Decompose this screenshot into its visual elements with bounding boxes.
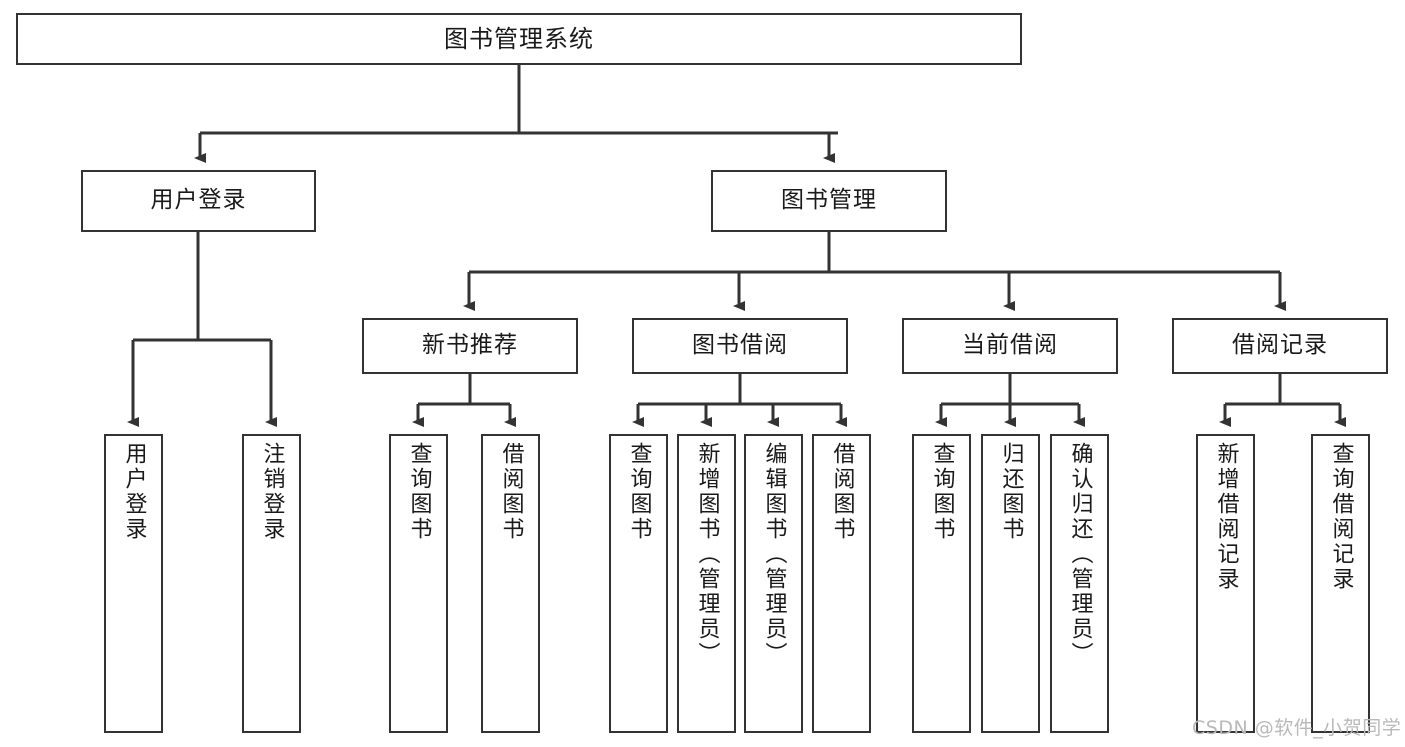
node-book-borrow[interactable]: 图书借阅	[632, 318, 848, 374]
leaf-user-logout[interactable]: 注销登录	[242, 434, 301, 733]
leaf-query-book-recommend[interactable]: 查询图书	[389, 434, 448, 733]
node-label: 借阅图书	[829, 442, 855, 542]
node-label: 查询图书	[626, 442, 652, 542]
node-label: 归还图书	[998, 442, 1024, 542]
node-label: 确认归还（管理员）	[1067, 442, 1093, 667]
node-label: 新增借阅记录	[1213, 442, 1239, 592]
leaf-add-borrow-record[interactable]: 新增借阅记录	[1196, 434, 1255, 733]
node-label: 当前借阅	[962, 332, 1058, 359]
leaf-borrow-book-recommend[interactable]: 借阅图书	[481, 434, 540, 733]
node-label: 图书借阅	[692, 332, 788, 359]
leaf-edit-book-admin[interactable]: 编辑图书（管理员）	[744, 434, 803, 733]
node-label: 图书管理系统	[444, 24, 594, 53]
node-label: 借阅记录	[1232, 332, 1328, 359]
leaf-return-book[interactable]: 归还图书	[981, 434, 1040, 733]
leaf-query-book-borrow[interactable]: 查询图书	[609, 434, 668, 733]
node-borrow-records[interactable]: 借阅记录	[1172, 318, 1388, 374]
node-label: 注销登录	[259, 442, 285, 542]
node-label: 编辑图书（管理员）	[761, 442, 787, 667]
node-label: 用户登录	[121, 442, 147, 542]
node-label: 借阅图书	[498, 442, 524, 542]
node-label: 查询借阅记录	[1328, 442, 1354, 592]
node-label: 查询图书	[929, 442, 955, 542]
watermark: CSDN @软件_小贺同学	[1192, 717, 1402, 739]
leaf-query-book-current[interactable]: 查询图书	[912, 434, 971, 733]
leaf-borrow-book[interactable]: 借阅图书	[812, 434, 871, 733]
node-book-management[interactable]: 图书管理	[711, 170, 947, 232]
leaf-query-borrow-record[interactable]: 查询借阅记录	[1311, 434, 1370, 733]
node-label: 图书管理	[781, 187, 877, 214]
node-current-borrow[interactable]: 当前借阅	[902, 318, 1118, 374]
leaf-confirm-return-admin[interactable]: 确认归还（管理员）	[1050, 434, 1109, 733]
node-label: 用户登录	[150, 187, 247, 214]
node-label: 新增图书（管理员）	[694, 442, 720, 667]
node-label: 查询图书	[406, 442, 432, 542]
node-user-login[interactable]: 用户登录	[81, 170, 316, 232]
leaf-add-book-admin[interactable]: 新增图书（管理员）	[677, 434, 736, 733]
node-label: 新书推荐	[422, 332, 518, 359]
node-root-system[interactable]: 图书管理系统	[16, 13, 1022, 65]
node-new-book-recommend[interactable]: 新书推荐	[362, 318, 578, 374]
leaf-user-login[interactable]: 用户登录	[104, 434, 163, 733]
